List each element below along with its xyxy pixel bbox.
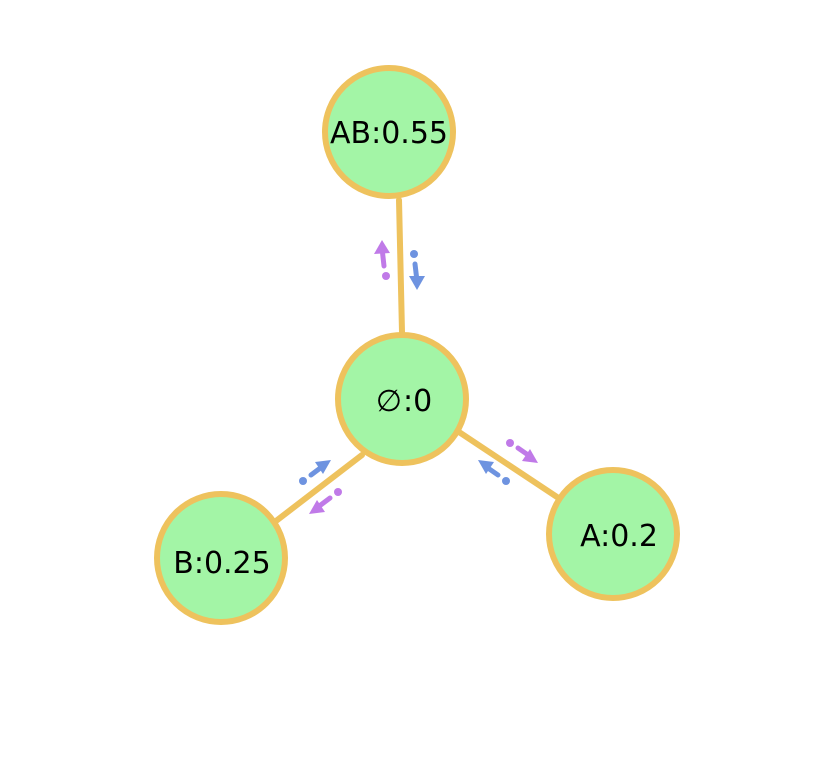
node-empty: ∅ :0	[335, 332, 469, 466]
arrow-b-away-purple	[309, 488, 342, 514]
node-a: A:0.2	[546, 467, 680, 601]
node-ab: AB:0.55	[322, 65, 456, 199]
node-b: B:0.25	[154, 491, 288, 625]
arrow-a-away-purple	[506, 439, 538, 463]
arrow-a-toward-blue	[478, 460, 510, 485]
edge-empty-a	[456, 429, 560, 500]
arrow-b-toward-blue	[299, 460, 331, 485]
edge-empty-b	[273, 452, 365, 524]
edge-empty-ab	[396, 197, 405, 335]
node-ab-label: AB:0.55	[330, 116, 448, 151]
node-a-label: A:0.2	[580, 519, 658, 554]
empty-set-symbol: ∅	[376, 384, 402, 419]
arrow-ab-down-blue	[409, 250, 425, 290]
node-b-label: B:0.25	[173, 546, 271, 581]
node-empty-label: :0	[403, 384, 432, 419]
arrow-ab-up-purple	[374, 240, 390, 280]
